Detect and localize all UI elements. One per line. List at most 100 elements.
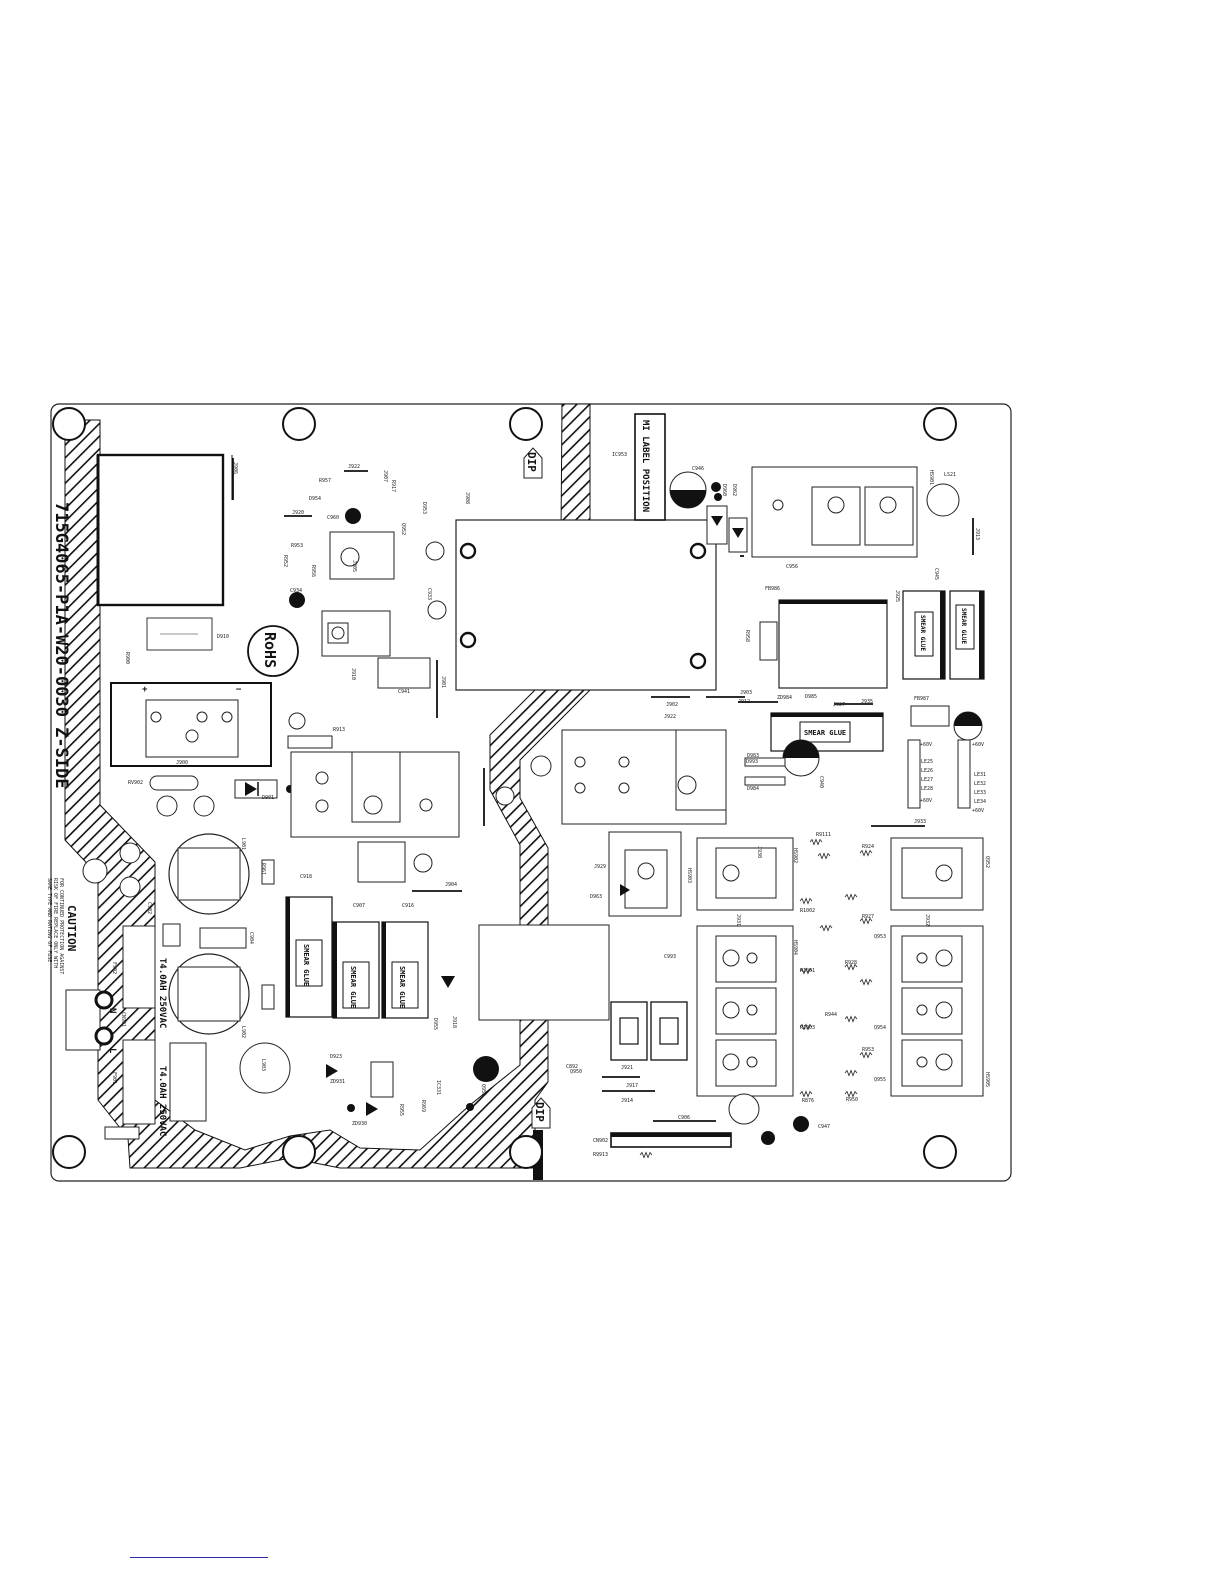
smear-glue-c916: SMEAR GLUE — [381, 921, 429, 1019]
svg-text:J920: J920 — [292, 510, 304, 516]
svg-text:LE34: LE34 — [974, 799, 986, 805]
svg-text:F902: F902 — [111, 962, 117, 974]
svg-text:LE31: LE31 — [974, 772, 986, 778]
svg-text:C960: C960 — [327, 515, 339, 521]
svg-text:Q954: Q954 — [874, 1025, 886, 1031]
svg-text:C907: C907 — [353, 903, 365, 909]
svg-text:J907: J907 — [382, 470, 388, 482]
svg-text:C956: C956 — [786, 564, 798, 570]
smear-glue-c907: SMEAR GLUE — [332, 921, 380, 1019]
svg-text:HS904: HS904 — [792, 940, 798, 955]
svg-text:HS903: HS903 — [686, 868, 692, 883]
svg-text:C940: C940 — [818, 776, 824, 788]
svg-text:J904: J904 — [445, 882, 457, 888]
svg-text:D953: D953 — [421, 502, 427, 514]
svg-text:R900: R900 — [124, 652, 130, 664]
svg-text:R1003: R1003 — [800, 1025, 815, 1031]
svg-text:LE28: LE28 — [921, 786, 933, 792]
svg-text:R913: R913 — [333, 727, 345, 733]
svg-text:R1001: R1001 — [800, 968, 815, 974]
svg-text:C918: C918 — [300, 874, 312, 880]
svg-text:Q952: Q952 — [984, 856, 990, 868]
svg-text:R969: R969 — [420, 1100, 426, 1112]
svg-text:+60V: +60V — [972, 742, 984, 748]
dip-arrow-top: DIP — [523, 447, 543, 479]
svg-text:C916: C916 — [402, 903, 414, 909]
svg-text:R944: R944 — [825, 1012, 837, 1018]
svg-text:L901: L901 — [240, 838, 246, 850]
svg-text:C934: C934 — [290, 588, 302, 594]
svg-text:J929: J929 — [594, 864, 606, 870]
svg-text:SMEAR GLUE: SMEAR GLUE — [960, 608, 967, 645]
svg-text:D985: D985 — [805, 694, 817, 700]
svg-text:R927: R927 — [862, 914, 874, 920]
svg-text:R957: R957 — [319, 478, 331, 484]
svg-text:R953: R953 — [862, 1047, 874, 1053]
svg-text:T4.0AH 250VAC: T4.0AH 250VAC — [157, 1066, 167, 1136]
svg-text:F901: F901 — [111, 1072, 117, 1084]
svg-text:J908: J908 — [464, 492, 470, 504]
svg-text:C906: C906 — [678, 1115, 690, 1121]
svg-text:D962: D962 — [731, 484, 737, 496]
output-module-left-column — [696, 837, 794, 1097]
smear-glue-right-2: SMEAR GLUE — [949, 590, 985, 680]
svg-text:R953: R953 — [291, 543, 303, 549]
svg-text:SMEAR GLUE: SMEAR GLUE — [804, 729, 846, 737]
svg-text:D993: D993 — [746, 759, 758, 765]
svg-text:R956: R956 — [310, 565, 316, 577]
svg-text:L902: L902 — [240, 1026, 246, 1038]
svg-text:J914: J914 — [621, 1098, 633, 1104]
svg-text:SMEAR GLUE: SMEAR GLUE — [302, 944, 310, 986]
rohs-mark: RoHS — [247, 625, 299, 677]
svg-text:HS905: HS905 — [984, 1072, 990, 1087]
footer-rule — [130, 1557, 268, 1558]
svg-text:ZD931: ZD931 — [330, 1079, 345, 1085]
svg-text:Q952: Q952 — [400, 523, 406, 535]
svg-text:+: + — [142, 685, 148, 695]
svg-text:D954: D954 — [309, 496, 321, 502]
svg-text:SAME TYPE AND RATING OF FUSE: SAME TYPE AND RATING OF FUSE — [46, 878, 52, 962]
svg-text:J905: J905 — [351, 560, 357, 572]
svg-text:FOR CONTINUED PROTECTION AGAIN: FOR CONTINUED PROTECTION AGAINST — [58, 878, 64, 974]
svg-text:R1002: R1002 — [800, 908, 815, 914]
svg-text:R928: R928 — [845, 960, 857, 966]
svg-text:R876: R876 — [802, 1098, 814, 1104]
svg-text:Q953: Q953 — [874, 934, 886, 940]
svg-text:LE27: LE27 — [921, 777, 933, 783]
thick-traces — [232, 458, 974, 1122]
svg-text:SMEAR GLUE: SMEAR GLUE — [919, 615, 926, 652]
svg-text:J918: J918 — [451, 1016, 457, 1028]
transformer-t902 — [455, 519, 717, 691]
svg-text:HS902: HS902 — [792, 848, 798, 863]
svg-text:J903: J903 — [740, 690, 752, 696]
component-designators: R957 J922 R917 J907 D954 C960 J920 R953 … — [120, 452, 990, 1158]
svg-text:C941: C941 — [398, 689, 410, 695]
svg-text:R961: R961 — [260, 863, 266, 875]
svg-text:ZD984: ZD984 — [777, 695, 792, 701]
svg-text:C892: C892 — [566, 1064, 578, 1070]
led-connector-right — [957, 739, 971, 809]
svg-text:MI LABEL POSITION: MI LABEL POSITION — [640, 420, 650, 512]
svg-text:C902: C902 — [146, 902, 152, 914]
svg-text:FB987: FB987 — [914, 696, 929, 702]
svg-text:C945: C945 — [933, 568, 939, 580]
svg-text:J910: J910 — [350, 668, 356, 680]
svg-text:SMEAR GLUE: SMEAR GLUE — [349, 966, 357, 1008]
svg-text:N: N — [107, 1008, 117, 1013]
svg-text:C904: C904 — [248, 932, 254, 944]
svg-text:R9913: R9913 — [593, 1152, 608, 1158]
svg-text:RoHS: RoHS — [261, 632, 279, 668]
svg-text:J930: J930 — [756, 846, 762, 858]
svg-text:J917: J917 — [626, 1083, 638, 1089]
svg-text:D963: D963 — [590, 894, 602, 900]
svg-text:J906: J906 — [232, 462, 238, 474]
svg-text:D984: D984 — [747, 786, 759, 792]
svg-text:IC953: IC953 — [612, 452, 627, 458]
svg-text:J922: J922 — [664, 714, 676, 720]
svg-text:LE25: LE25 — [921, 759, 933, 765]
svg-text:R958: R958 — [744, 630, 750, 642]
svg-text:L903: L903 — [260, 1059, 266, 1071]
svg-text:R952: R952 — [282, 555, 288, 567]
svg-text:J933: J933 — [914, 819, 926, 825]
